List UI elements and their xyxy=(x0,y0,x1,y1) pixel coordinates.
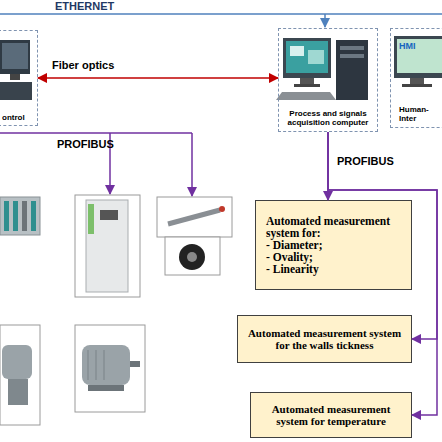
sensor-symbol xyxy=(168,210,220,224)
plc-module xyxy=(22,201,27,231)
motor-fin xyxy=(104,350,105,380)
drive-display xyxy=(100,210,118,220)
gear-motor-symbol xyxy=(2,345,32,379)
motor-feet xyxy=(88,385,124,391)
image-frame xyxy=(0,325,40,425)
monitor-stand xyxy=(300,78,314,84)
node-text: ontrol xyxy=(2,113,37,122)
node-text: Automated measurement system for: xyxy=(266,215,405,239)
motor-shaft xyxy=(130,361,140,367)
drive-slot xyxy=(340,46,364,50)
plc-module xyxy=(31,201,36,231)
tower-symbol xyxy=(336,40,368,100)
monitor-screen xyxy=(286,41,328,73)
motor-fin xyxy=(88,350,89,380)
image-frame xyxy=(75,195,140,297)
node-text: - Diameter; xyxy=(266,239,405,251)
plc-module xyxy=(4,201,9,231)
computer-box: Process and signals acquisition computer xyxy=(278,28,378,132)
screen-window xyxy=(290,46,304,56)
monitor-base xyxy=(294,84,320,87)
plc-symbol xyxy=(0,197,40,235)
profibus-drop xyxy=(191,133,193,196)
node-text: Human- Inter xyxy=(399,105,437,123)
ethernet-drop xyxy=(324,14,326,27)
monitor-symbol xyxy=(283,38,331,78)
node-text: Automated measurement system for the wal… xyxy=(242,327,407,351)
profibus-line xyxy=(0,132,192,134)
monitor-stand xyxy=(10,74,20,80)
encoder-symbol xyxy=(179,244,205,270)
node-text: - Linearity xyxy=(266,263,405,275)
profibus-link xyxy=(328,132,437,339)
keyboard-symbol xyxy=(276,92,336,100)
image-frame xyxy=(157,197,232,237)
motor-fin xyxy=(96,350,97,380)
node-text: - Ovality; xyxy=(266,251,405,263)
edge-label: Fiber optics xyxy=(52,59,114,71)
sensor-tip xyxy=(219,206,225,212)
measurement-box: Automated measurement system for:- Diame… xyxy=(255,200,412,290)
plc-module xyxy=(13,201,18,231)
image-frame xyxy=(75,325,145,412)
drive-slot xyxy=(340,54,364,58)
gearbox-symbol xyxy=(8,379,28,405)
monitor-stand xyxy=(410,78,424,84)
computer-box: HMI Human- Inter xyxy=(390,28,442,128)
monitor-base xyxy=(402,84,432,87)
profibus-link xyxy=(328,132,437,415)
screen-window xyxy=(308,50,324,64)
fiber-link xyxy=(38,77,278,79)
tower-symbol xyxy=(0,82,32,100)
edge-label: PROFIBUS xyxy=(337,155,394,167)
computer-box: ontrol xyxy=(0,30,38,126)
node-text: Automated measurement system for tempera… xyxy=(255,403,407,427)
bus-label: PROFIBUS xyxy=(57,138,114,150)
measurement-box: Automated measurement system for the wal… xyxy=(237,315,412,363)
drive-symbol xyxy=(86,200,128,292)
measurement-box: Automated measurement system for tempera… xyxy=(250,392,412,438)
drive-accent xyxy=(88,204,94,234)
profibus-link xyxy=(327,132,329,200)
image-frame xyxy=(165,237,220,275)
node-text: HMI xyxy=(399,41,442,51)
bus-label: ETHERNET xyxy=(55,0,114,12)
monitor-symbol xyxy=(0,40,30,74)
monitor-screen xyxy=(2,43,28,69)
encoder-shaft xyxy=(187,252,197,262)
ethernet-line xyxy=(0,13,442,15)
motor-symbol xyxy=(82,345,130,385)
node-text: Process and signals acquisition computer xyxy=(281,109,375,127)
